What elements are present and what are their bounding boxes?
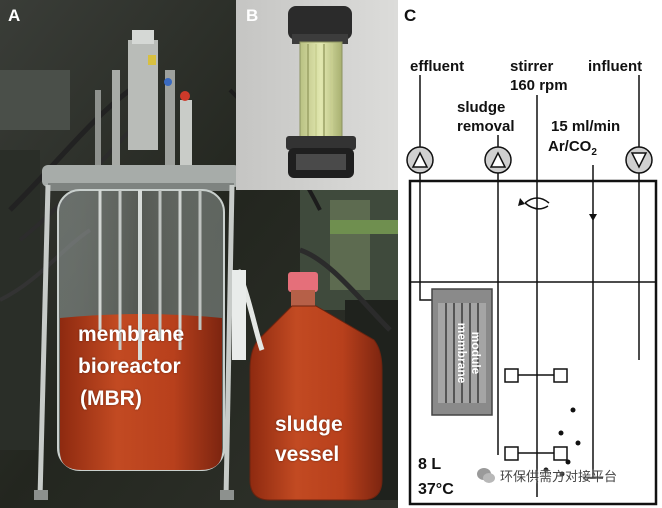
effluent-pump-icon	[406, 146, 434, 174]
stirrer-rpm-label: 160 rpm	[510, 77, 568, 94]
panel-c-label: C	[404, 6, 417, 25]
impeller-upper-icon	[504, 368, 568, 383]
panel-c-schematic: membrane module C effluent stirrer 160 r…	[398, 0, 662, 508]
sludge-removal-pump-icon	[484, 146, 512, 174]
gas-composition-base: Ar/CO	[548, 138, 592, 155]
influent-label: influent	[588, 58, 643, 75]
reactor-schematic: membrane module	[406, 75, 658, 506]
gas-composition-label: Ar/CO2	[548, 138, 597, 161]
sludge-removal-label-line-1: sludge	[457, 99, 506, 116]
wechat-bubble-icon	[477, 467, 495, 483]
reactor-outline	[408, 179, 658, 506]
rotation-arrow-icon	[524, 197, 550, 204]
reactor-label-line-1: membrane	[78, 323, 185, 346]
watermark: 环保供需方对接平台	[476, 466, 617, 485]
influent-pump-icon	[625, 146, 653, 174]
gas-flow-arrow-icon	[589, 214, 597, 221]
vessel-label-line-2: vessel	[275, 443, 340, 466]
reactor-label-line-3: (MBR)	[80, 387, 142, 410]
reactor-label-line-2: bioreactor	[78, 355, 181, 378]
stirrer-label: stirrer	[510, 58, 554, 75]
volume-label: 8 L	[418, 456, 442, 473]
gas-bubbles	[543, 407, 581, 477]
temperature-label: 37°C	[418, 481, 454, 498]
panel-b-label: B	[246, 6, 259, 25]
gas-flow-label: 15 ml/min	[551, 118, 621, 135]
panel-b-photo: B	[236, 0, 398, 190]
impeller-lower-icon	[504, 446, 568, 461]
membrane-module-photo	[236, 0, 398, 190]
vessel-label-line-1: sludge	[275, 413, 343, 436]
effluent-label: effluent	[410, 58, 465, 75]
panel-a-label: A	[8, 6, 21, 25]
module-label-line-1: membrane	[455, 323, 469, 384]
module-label-line-2: module	[469, 332, 483, 375]
sludge-removal-label-line-2: removal	[457, 118, 515, 135]
membrane-module-icon: membrane module	[431, 288, 493, 416]
watermark-text: 环保供需方对接平台	[500, 470, 618, 485]
gas-composition-subscript: 2	[591, 147, 597, 158]
